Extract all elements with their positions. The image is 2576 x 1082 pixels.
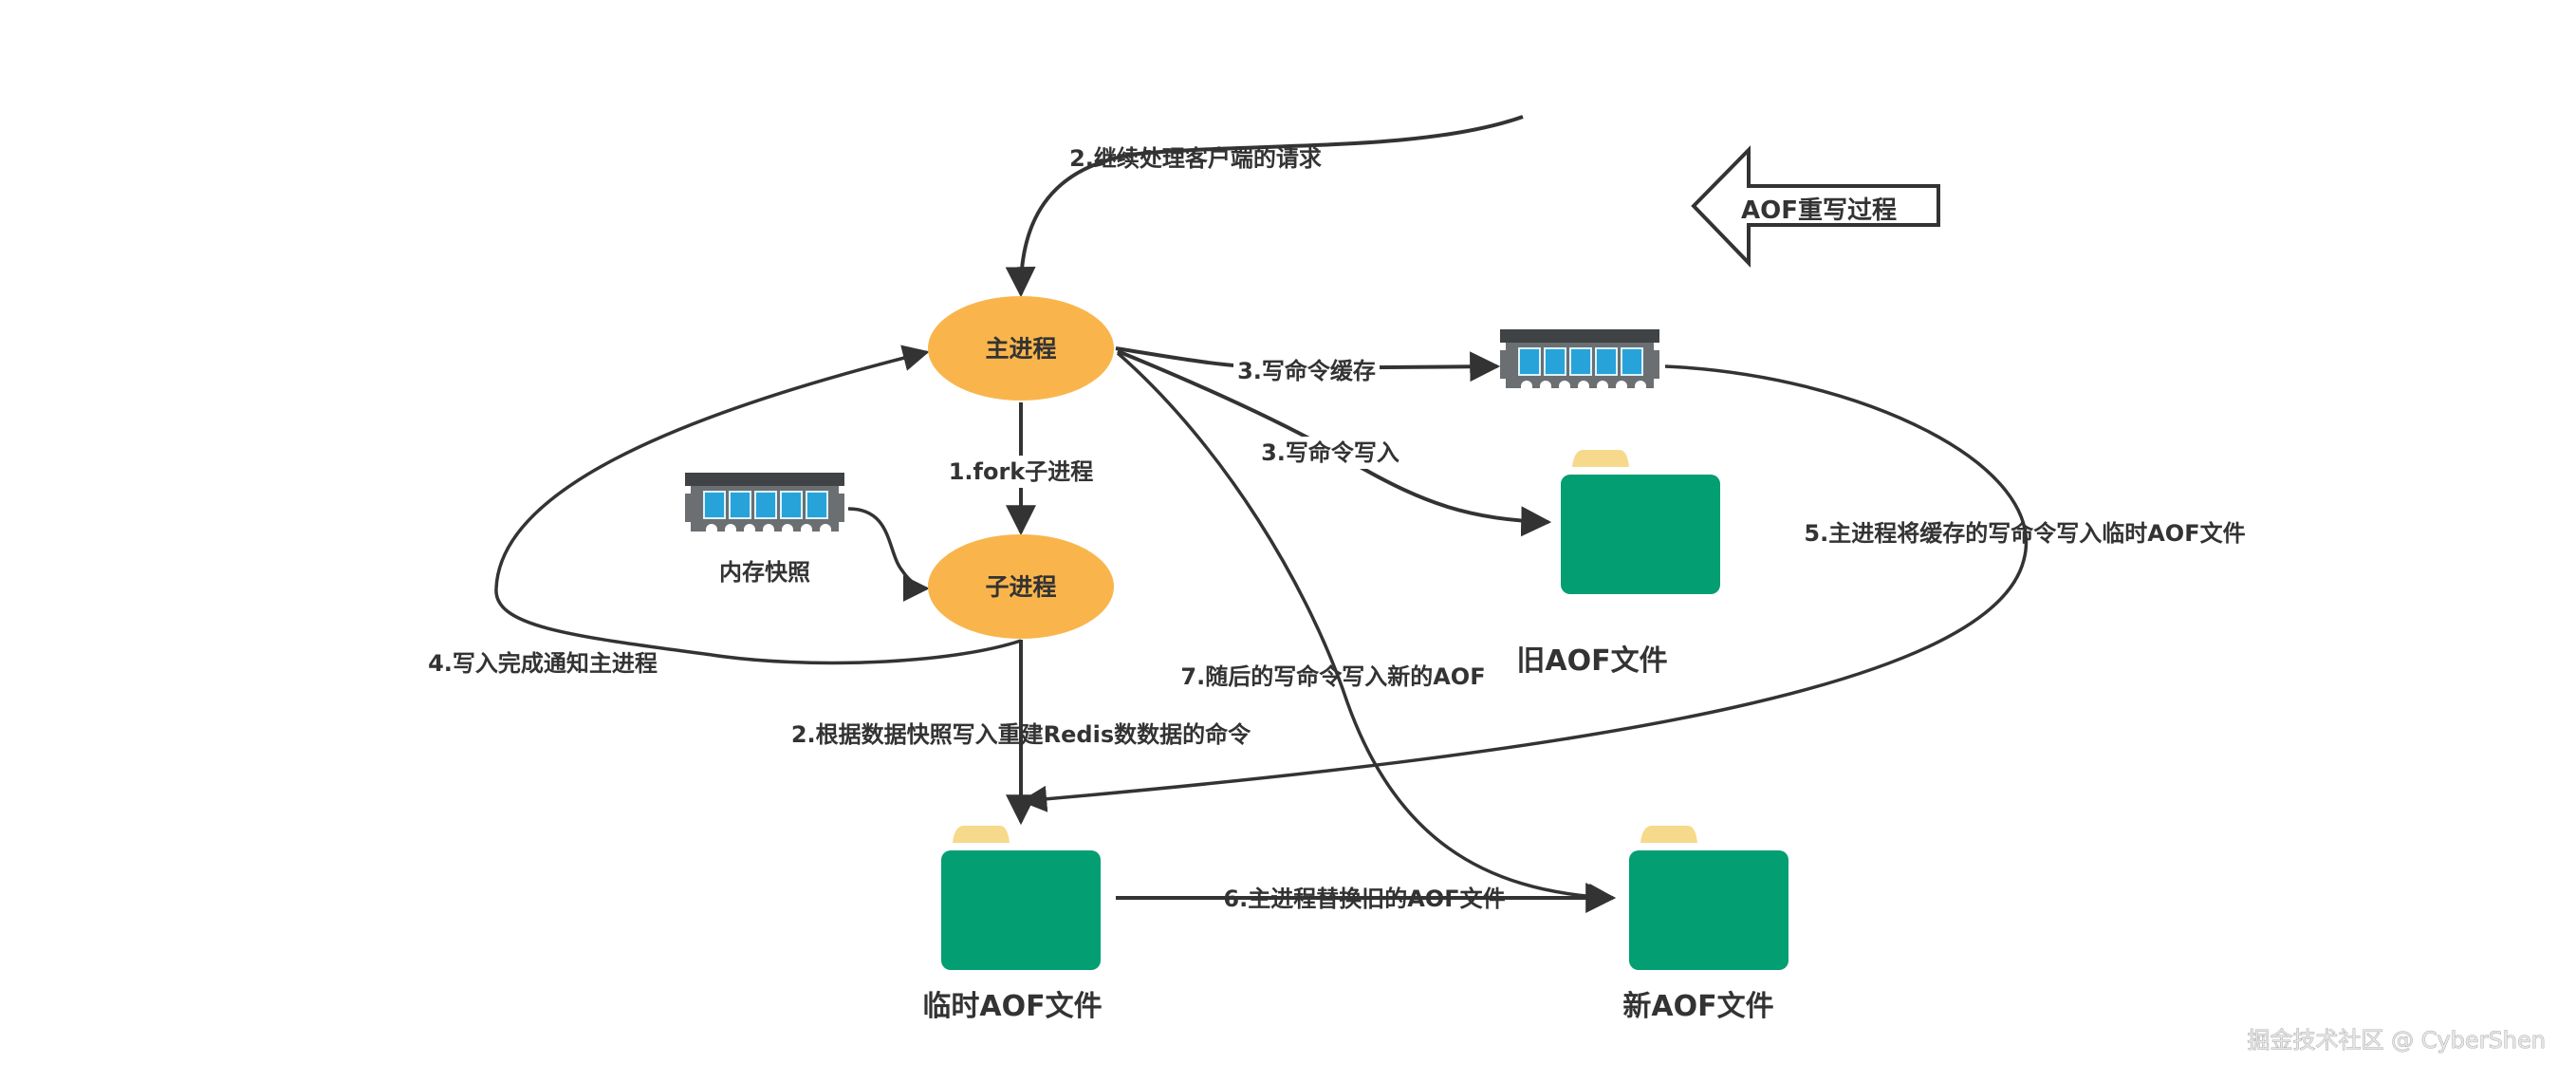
label-write-old: 3.写命令写入 (1261, 439, 1399, 466)
watermark: 掘金技术社区 @ CyberShen (2247, 1027, 2546, 1054)
main-process-node: 主进程 (928, 296, 1114, 401)
memory-stick-icon (1499, 328, 1660, 393)
memory-stick-icon (684, 472, 845, 536)
label-fork: 1.fork子进程 (949, 458, 1094, 485)
memory-snapshot-node: 内存快照 (684, 472, 845, 586)
memory-snapshot-label: 内存快照 (719, 559, 810, 586)
label-flush-buffer: 5.主进程将缓存的写命令写入临时AOF文件 (1804, 520, 2245, 547)
label-write-buffer: 3.写命令缓存 (1237, 358, 1376, 384)
label-rebuild-commands: 2.根据数据快照写入重建Redis数数据的命令 (791, 721, 1251, 748)
label-continue-requests: 2.继续处理客户端的请求 (1069, 145, 1322, 172)
command-buffer-node (1499, 328, 1660, 393)
label-write-new: 7.随后的写命令写入新的AOF (1180, 663, 1485, 690)
edge-write-new (1116, 351, 1616, 910)
edge-continue-requests (1005, 115, 1524, 298)
temp-aof-file: 临时AOF文件 (922, 826, 1103, 1023)
old-aof-file: 旧AOF文件 (1516, 450, 1720, 678)
edge-snapshot-to-child (847, 507, 930, 602)
folder-icon (941, 826, 1101, 970)
main-process-label: 主进程 (985, 335, 1056, 363)
diagram-title: AOF重写过程 (1741, 196, 1897, 225)
folder-icon (1629, 826, 1788, 970)
child-process-node: 子进程 (928, 534, 1114, 639)
left-arrow-outline-icon (1691, 145, 1940, 268)
old-aof-label: 旧AOF文件 (1516, 644, 1667, 678)
label-notify-main: 4.写入完成通知主进程 (428, 650, 658, 677)
label-replace-old: 6.主进程替换旧的AOF文件 (1223, 886, 1505, 912)
new-aof-file: 新AOF文件 (1622, 826, 1788, 1023)
new-aof-label: 新AOF文件 (1622, 990, 1773, 1023)
folder-icon (1561, 450, 1720, 594)
title-arrow: AOF重写过程 (1691, 145, 1940, 268)
edge-notify-main (494, 345, 1022, 665)
temp-aof-label: 临时AOF文件 (922, 990, 1102, 1023)
child-process-label: 子进程 (985, 573, 1056, 601)
edge-flush-buffer (1020, 364, 2028, 812)
